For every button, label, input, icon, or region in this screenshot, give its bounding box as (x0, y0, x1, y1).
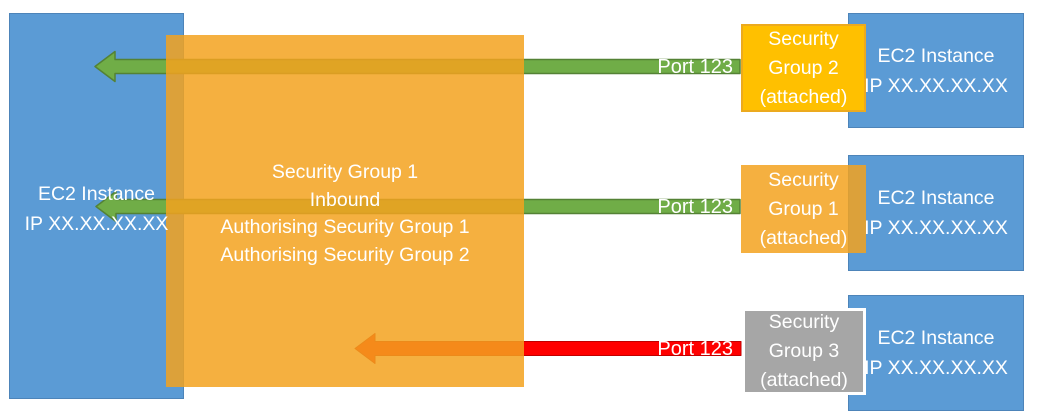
ec2-instance-title: EC2 Instance (877, 327, 995, 349)
ec2-instance-title: EC2 Instance (877, 44, 995, 67)
security-group-1-attached-box: Security Group 1 (attached) (741, 165, 866, 253)
security-group-1-rules-text: Security Group 1 Inbound Authorising Sec… (166, 159, 524, 269)
sg-attach-line: (attached) (759, 226, 848, 249)
ec2-instance-box-row2: EC2 Instance IP XX.XX.XX.XX (848, 155, 1024, 271)
ec2-instance-title: EC2 Instance (877, 187, 995, 209)
port-label-row3: Port 123 (657, 338, 733, 360)
ec2-instance-ip: IP XX.XX.XX.XX (864, 217, 1008, 239)
ec2-instance-box-row1: EC2 Instance IP XX.XX.XX.XX (848, 13, 1024, 128)
sg-attach-line: Group 2 (768, 56, 839, 79)
ec2-instance-ip: IP XX.XX.XX.XX (864, 74, 1008, 97)
sg-attach-line: Group 1 (768, 197, 839, 220)
sg-attach-line: (attached) (759, 85, 848, 108)
sg-rule-1: Authorising Security Group 1 (220, 216, 470, 238)
sg-attach-line: Security (768, 311, 840, 333)
sg-attach-line: Group 3 (768, 340, 840, 362)
ec2-instance-ip: IP XX.XX.XX.XX (864, 357, 1008, 379)
security-group-1-inbound-box: Security Group 1 Inbound Authorising Sec… (166, 35, 524, 387)
sg-attach-line: Security (768, 27, 839, 50)
security-group-3-attached-box: Security Group 3 (attached) (742, 308, 866, 395)
sg-direction: Inbound (309, 188, 381, 211)
ec2-instance-box-row3: EC2 Instance IP XX.XX.XX.XX (848, 295, 1024, 411)
security-group-2-attached-box: Security Group 2 (attached) (741, 24, 866, 112)
sg-attach-line: (attached) (760, 369, 848, 391)
sg-attach-line: Security (768, 168, 839, 191)
sg-rule-2: Authorising Security Group 2 (220, 243, 470, 266)
sg-title: Security Group 1 (271, 161, 419, 183)
port-label-row1: Port 123 (657, 56, 733, 78)
port-label-row2: Port 123 (657, 196, 733, 218)
